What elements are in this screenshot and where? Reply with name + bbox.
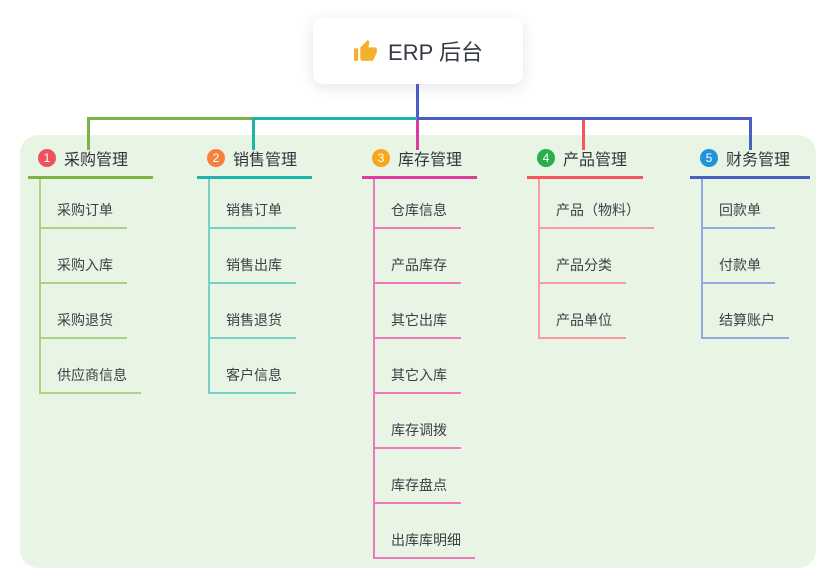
connector-h-segment-purchase: [87, 117, 254, 120]
branch-sales-children: 销售订单 销售出库 销售退货 客户信息: [208, 179, 312, 394]
child-node[interactable]: 库存盘点: [375, 449, 461, 504]
branch-product-children: 产品（物料） 产品分类 产品单位: [538, 179, 654, 339]
branch-number-badge: 3: [372, 148, 390, 167]
branch-inventory: 3 库存管理 仓库信息 产品库存 其它出库 其它入库 库存调拨 库存盘点 出库库…: [362, 146, 477, 559]
child-node[interactable]: 结算账户: [703, 284, 789, 339]
drop-line-purchase: [87, 117, 90, 150]
child-node[interactable]: 库存调拨: [375, 394, 461, 449]
thumbs-up-icon: [354, 39, 377, 61]
branch-finance: 5 财务管理 回款单 付款单 结算账户: [690, 146, 810, 339]
branch-inventory-node[interactable]: 3 库存管理: [362, 146, 477, 179]
branch-label: 销售管理: [233, 151, 298, 169]
child-node[interactable]: 销售退货: [210, 284, 296, 339]
branch-number-badge: 5: [700, 148, 718, 167]
child-node[interactable]: 其它入库: [375, 339, 461, 394]
branch-purchase: 1 采购管理 采购订单 采购入库 采购退货 供应商信息: [28, 146, 153, 394]
root-node[interactable]: ERP 后台: [313, 18, 523, 84]
branch-label: 财务管理: [726, 151, 791, 169]
branch-label: 库存管理: [398, 151, 463, 169]
child-node[interactable]: 付款单: [703, 229, 775, 284]
branch-product: 4 产品管理 产品（物料） 产品分类 产品单位: [527, 146, 654, 339]
child-node[interactable]: 客户信息: [210, 339, 296, 394]
drop-line-sales: [252, 117, 255, 150]
drop-line-finance: [749, 117, 752, 150]
drop-line-inventory: [416, 120, 419, 150]
child-node[interactable]: 仓库信息: [375, 179, 461, 229]
branches-background-panel: [20, 135, 816, 568]
child-node[interactable]: 其它出库: [375, 284, 461, 339]
root-node-label: ERP 后台: [388, 40, 483, 65]
branch-purchase-node[interactable]: 1 采购管理: [28, 146, 153, 179]
branch-number-badge: 2: [207, 148, 225, 167]
branch-finance-node[interactable]: 5 财务管理: [690, 146, 810, 179]
child-node[interactable]: 出库库明细: [375, 504, 475, 559]
child-node[interactable]: 产品单位: [540, 284, 626, 339]
root-connector-line: [416, 84, 419, 118]
branch-label: 产品管理: [563, 151, 628, 169]
branch-purchase-children: 采购订单 采购入库 采购退货 供应商信息: [39, 179, 153, 394]
branch-number-badge: 1: [38, 148, 56, 167]
branch-product-node[interactable]: 4 产品管理: [527, 146, 643, 179]
child-node[interactable]: 产品库存: [375, 229, 461, 284]
branch-finance-children: 回款单 付款单 结算账户: [701, 179, 810, 339]
branch-label: 采购管理: [64, 151, 129, 169]
child-node[interactable]: 采购入库: [41, 229, 127, 284]
connector-h-segment-sales: [253, 117, 417, 120]
drop-line-product: [582, 120, 585, 150]
branch-number-badge: 4: [537, 148, 555, 167]
branch-sales-node[interactable]: 2 销售管理: [197, 146, 312, 179]
child-node[interactable]: 产品分类: [540, 229, 626, 284]
connector-h-segment-finance: [417, 117, 751, 120]
branch-inventory-children: 仓库信息 产品库存 其它出库 其它入库 库存调拨 库存盘点 出库库明细: [373, 179, 477, 559]
child-node[interactable]: 销售出库: [210, 229, 296, 284]
child-node[interactable]: 采购订单: [41, 179, 127, 229]
branch-sales: 2 销售管理 销售订单 销售出库 销售退货 客户信息: [197, 146, 312, 394]
child-node[interactable]: 销售订单: [210, 179, 296, 229]
child-node[interactable]: 产品（物料）: [540, 179, 654, 229]
child-node[interactable]: 采购退货: [41, 284, 127, 339]
child-node[interactable]: 回款单: [703, 179, 775, 229]
child-node[interactable]: 供应商信息: [41, 339, 141, 394]
